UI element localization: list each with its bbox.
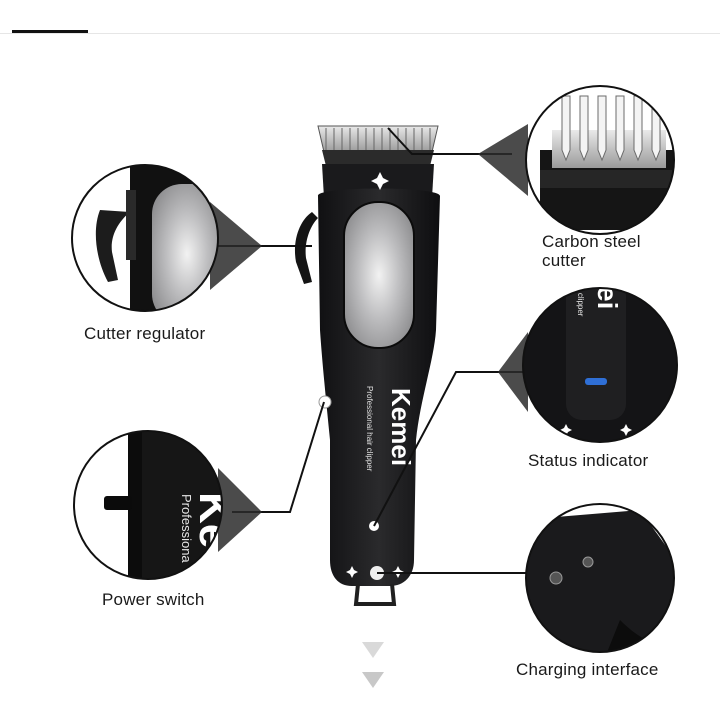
clipper-metal-plate xyxy=(343,201,415,349)
chevron-down-icon xyxy=(362,642,384,688)
label-status-indicator: Status indicator xyxy=(528,451,649,470)
header-divider xyxy=(0,33,720,34)
cutter-regulator-lever xyxy=(294,212,318,284)
svg-text:Professiona: Professiona xyxy=(179,494,194,563)
brand-subtitle-text: Professional hair clipper xyxy=(365,386,374,472)
header-tab-indicator xyxy=(12,30,88,33)
label-charging-interface: Charging interface xyxy=(516,660,659,679)
charging-port-pin-left xyxy=(549,571,563,585)
zoom-cutter-regulator xyxy=(71,164,219,312)
label-carbon-steel-cutter: Carbon steel cutter xyxy=(542,232,641,270)
label-carbon-steel-line1: Carbon steel xyxy=(542,232,641,251)
svg-text:r clipper: r clipper xyxy=(576,288,585,317)
zoom-status-indicator: ei r clipper xyxy=(522,286,678,443)
clipper-blade xyxy=(317,125,439,153)
label-carbon-steel-line2: cutter xyxy=(542,251,586,270)
label-cutter-regulator: Cutter regulator xyxy=(84,324,206,343)
charging-port-pin-right xyxy=(582,556,594,568)
clipper-hang-loop xyxy=(353,583,397,606)
status-led xyxy=(585,378,607,385)
brand-logo-text: Kemei xyxy=(386,388,416,466)
label-power-switch: Power switch xyxy=(102,590,205,609)
zoom-carbon-steel-cutter xyxy=(525,85,675,235)
svg-text:ei: ei xyxy=(592,286,623,309)
zoom-charging-interface xyxy=(525,503,675,653)
hair-clipper: Kemei Professional hair clipper xyxy=(294,125,440,606)
